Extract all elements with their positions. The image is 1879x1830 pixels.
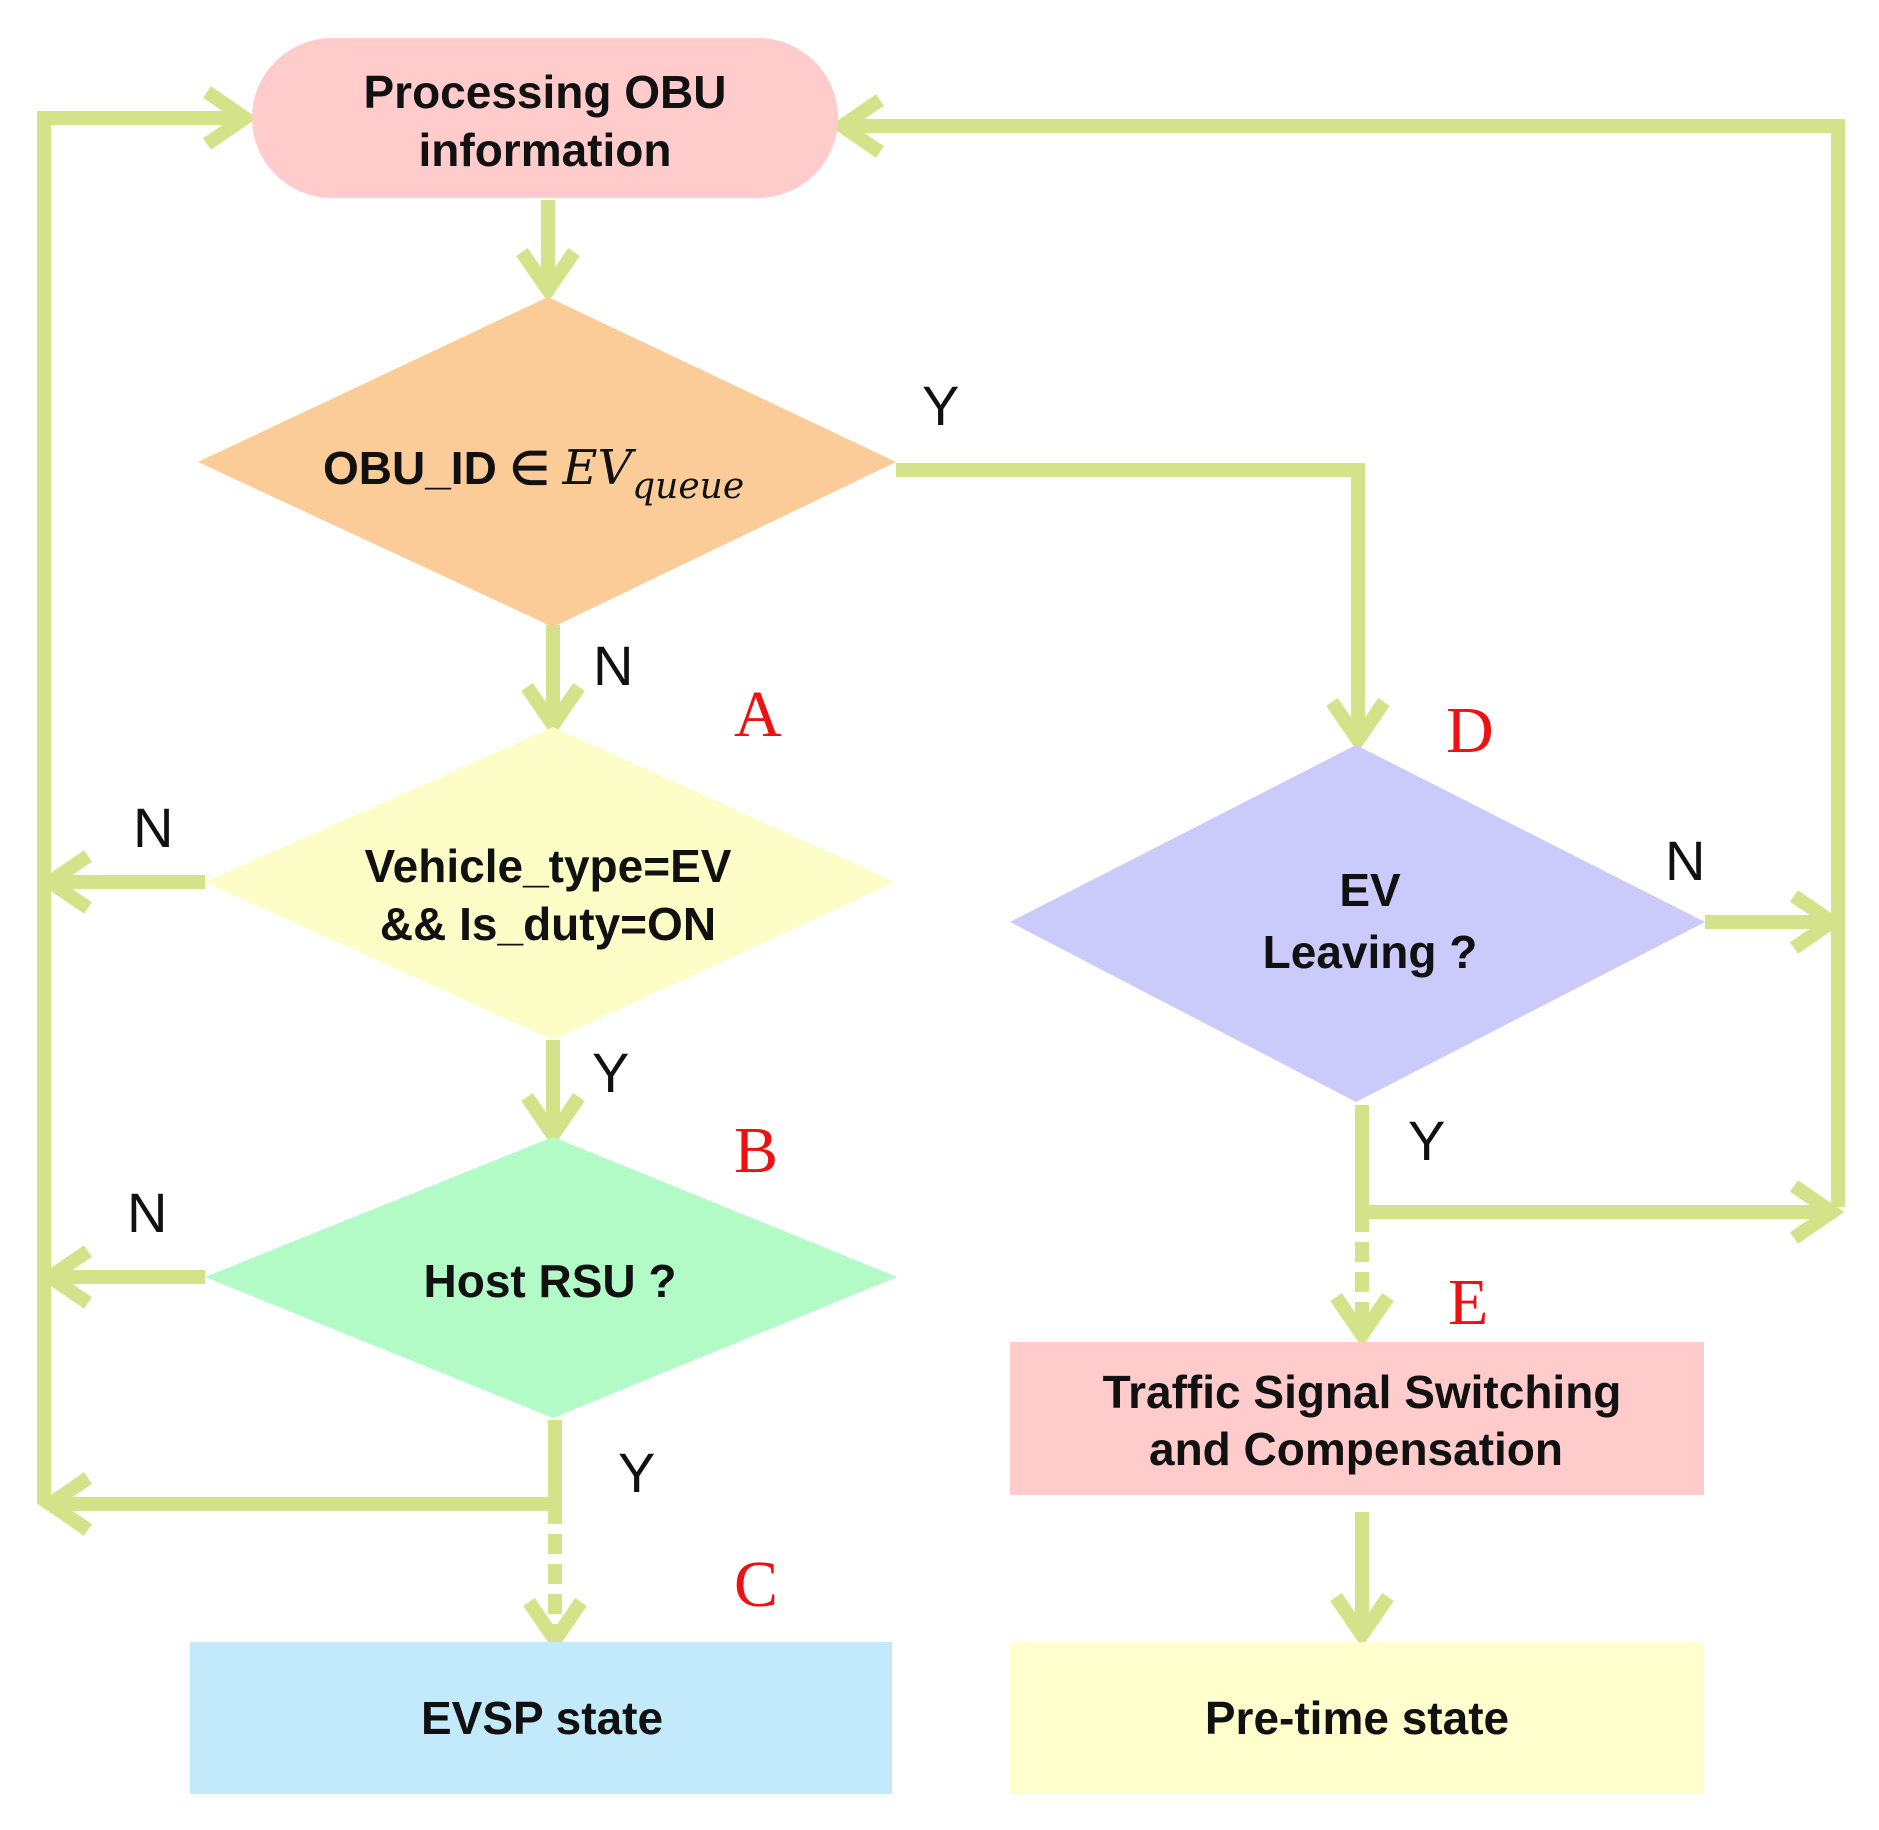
decision-vehicle-label-line2: && Is_duty=ON	[380, 898, 716, 950]
edge-queue-yes	[896, 463, 1365, 740]
queue-no-label: N	[593, 634, 633, 697]
arrowhead-down	[1330, 1593, 1394, 1648]
arrowhead-left	[37, 1472, 92, 1536]
marker-d: D	[1446, 694, 1494, 767]
marker-c: C	[734, 1548, 778, 1621]
decision-host-shape	[205, 1137, 897, 1418]
decision-queue-shape	[198, 297, 896, 627]
decision-host-label: Host RSU ?	[424, 1255, 677, 1307]
evsp-state-node: EVSP state	[190, 1642, 892, 1794]
arrowhead-right	[203, 86, 258, 150]
host-yes-label: Y	[618, 1441, 655, 1504]
queue-yes-label: Y	[922, 374, 959, 437]
leaving-yes-label: Y	[1408, 1109, 1445, 1172]
marker-e: E	[1448, 1266, 1488, 1339]
decision-vehicle-label-line1: Vehicle_type=EV	[365, 840, 732, 892]
decision-vehicle-node: Vehicle_type=EV && Is_duty=ON	[205, 727, 895, 1040]
start-node: Processing OBU information	[252, 38, 838, 198]
arrowhead-down	[1330, 1293, 1394, 1348]
arrowhead-left	[37, 850, 92, 914]
marker-b: B	[734, 1114, 778, 1187]
pretime-state-node: Pre-time state	[1010, 1642, 1704, 1794]
decision-queue-node: OBU_ID ∈ EVqueue	[198, 297, 896, 627]
marker-a: A	[734, 678, 782, 751]
decision-leaving-shape	[1010, 745, 1705, 1102]
signal-switching-shape	[1010, 1342, 1704, 1495]
arrowhead-down	[516, 248, 580, 303]
evsp-state-label: EVSP state	[421, 1692, 663, 1744]
evsp-state-shape	[190, 1642, 892, 1794]
connectors	[37, 86, 1845, 1653]
pretime-state-shape	[1010, 1642, 1704, 1794]
arrowhead-down	[1326, 698, 1390, 753]
vehicle-no-label: N	[133, 796, 173, 859]
decision-queue-sub: queue	[632, 466, 744, 507]
arrowhead-left	[829, 94, 884, 158]
markers: A B C D E	[734, 678, 1494, 1621]
decision-queue-label: OBU_ID ∈ EVqueue	[323, 440, 744, 507]
vehicle-yes-label: Y	[592, 1041, 629, 1104]
signal-switching-node: Traffic Signal Switching and Compensatio…	[1010, 1342, 1704, 1495]
leaving-no-label: N	[1665, 829, 1705, 892]
arrowhead-right	[1790, 890, 1845, 954]
host-no-label: N	[127, 1181, 167, 1244]
decision-host-node: Host RSU ?	[205, 1137, 897, 1418]
arrowhead-down	[523, 1598, 587, 1653]
decision-queue-prefix: OBU_ID ∈	[323, 442, 562, 494]
decision-leaving-label-line2: Leaving ?	[1263, 926, 1478, 978]
start-label-line1: Processing OBU	[364, 66, 727, 118]
edge-left-loop	[37, 111, 245, 1504]
signal-switching-label-line2: and Compensation	[1149, 1423, 1563, 1475]
edge-labels: Y N N Y N Y N Y	[127, 374, 1705, 1504]
signal-switching-label-line1: Traffic Signal Switching	[1103, 1366, 1622, 1418]
edge-right-loop	[842, 119, 1845, 1207]
arrowhead-down	[521, 1093, 585, 1148]
decision-leaving-node: EV Leaving ?	[1010, 745, 1705, 1102]
arrowhead-left	[37, 1245, 92, 1309]
decision-leaving-label-line1: EV	[1339, 864, 1401, 916]
decision-vehicle-shape	[205, 727, 895, 1040]
pretime-state-label: Pre-time state	[1205, 1692, 1509, 1744]
start-label-line2: information	[419, 124, 672, 176]
arrowhead-down	[521, 683, 585, 738]
start-shape	[252, 38, 838, 198]
decision-queue-var: EV	[561, 440, 636, 496]
arrowhead-right	[1790, 1180, 1845, 1244]
